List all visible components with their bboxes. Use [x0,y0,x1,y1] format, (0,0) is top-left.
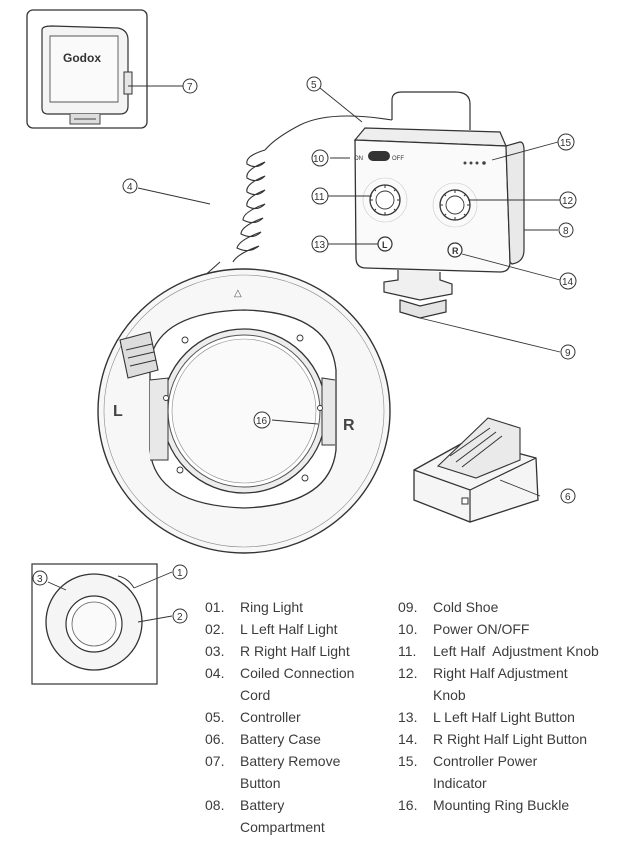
legend-item-03: 03.R Right Half Light [205,643,350,659]
controller-unit: ON OFF [353,91,525,319]
svg-text:3: 3 [37,574,43,585]
switch-on-label: ON [354,156,363,162]
callout-13: 13 [311,235,329,253]
callouts: 1 2 3 4 5 6 7 8 9 10 11 12 13 14 15 16 [32,76,577,624]
ring-thumbnail [31,563,158,685]
callout-4: 4 [122,178,138,194]
legend-item-11: 11.Left Half Adjustment Knob [398,643,599,659]
callout-8: 8 [558,222,574,238]
svg-text:L: L [382,240,388,250]
svg-text:15: 15 [560,138,572,149]
callout-15: 15 [557,133,575,151]
callout-2: 2 [172,608,188,624]
ring-light: △ L R [97,268,391,554]
callout-11: 11 [311,187,329,205]
legend-item-09: 09.Cold Shoe [398,599,499,615]
svg-text:1: 1 [177,568,183,579]
legend-column-2: 09.Cold Shoe 10.Power ON/OFF 11.Left Hal… [398,596,626,816]
callout-14: 14 [559,272,577,290]
svg-text:10: 10 [313,154,325,165]
callout-7: 7 [182,78,198,94]
svg-text:8: 8 [563,226,569,237]
svg-text:13: 13 [314,240,326,251]
legend-column-1: 01.Ring Light 02.L Left Half Light 03.R … [205,596,390,838]
ring-left-label: L [113,403,123,420]
legend-item-16: 16.Mounting Ring Buckle [398,797,570,813]
svg-text:9: 9 [565,348,571,359]
callout-5: 5 [306,76,322,92]
brand-logo: Godox [63,51,101,65]
callout-9: 9 [560,344,576,360]
inset-battery-detail: Godox [26,9,148,129]
legend-item-02: 02.L Left Half Light [205,621,338,637]
switch-off-label: OFF [392,156,404,162]
right-light-button: R [447,242,463,258]
legend-item-13: 13.L Left Half Light Button [398,709,575,725]
leader-lines [47,85,561,623]
svg-text:7: 7 [187,82,193,93]
callout-16: 16 [253,411,271,429]
power-indicator [463,161,486,165]
legend-item-06: 06.Battery Case [205,731,321,747]
battery-case [413,417,539,523]
left-light-button: L [377,236,393,252]
legend-item-14: 14.R Right Half Light Button [398,731,588,747]
svg-text:11: 11 [314,192,325,203]
power-switch [368,151,390,161]
svg-text:4: 4 [127,182,133,193]
svg-text:16: 16 [256,416,268,427]
cold-shoe [383,270,453,319]
svg-text:14: 14 [562,277,574,288]
svg-text:6: 6 [565,492,571,503]
svg-text:△: △ [234,288,242,299]
ring-right-label: R [343,417,355,434]
svg-text:12: 12 [562,196,574,207]
legend-item-10: 10.Power ON/OFF [398,621,530,637]
right-knob [432,182,478,228]
legend-item-05: 05.Controller [205,709,301,725]
svg-text:5: 5 [311,80,317,91]
callout-6: 6 [560,488,576,504]
left-knob [362,177,408,223]
svg-text:R: R [452,246,459,256]
legend-item-01: 01.Ring Light [205,599,304,615]
callout-1: 1 [172,564,188,580]
svg-text:2: 2 [177,612,183,623]
callout-10: 10 [311,149,329,167]
callout-3: 3 [32,570,48,586]
callout-12: 12 [559,191,577,209]
